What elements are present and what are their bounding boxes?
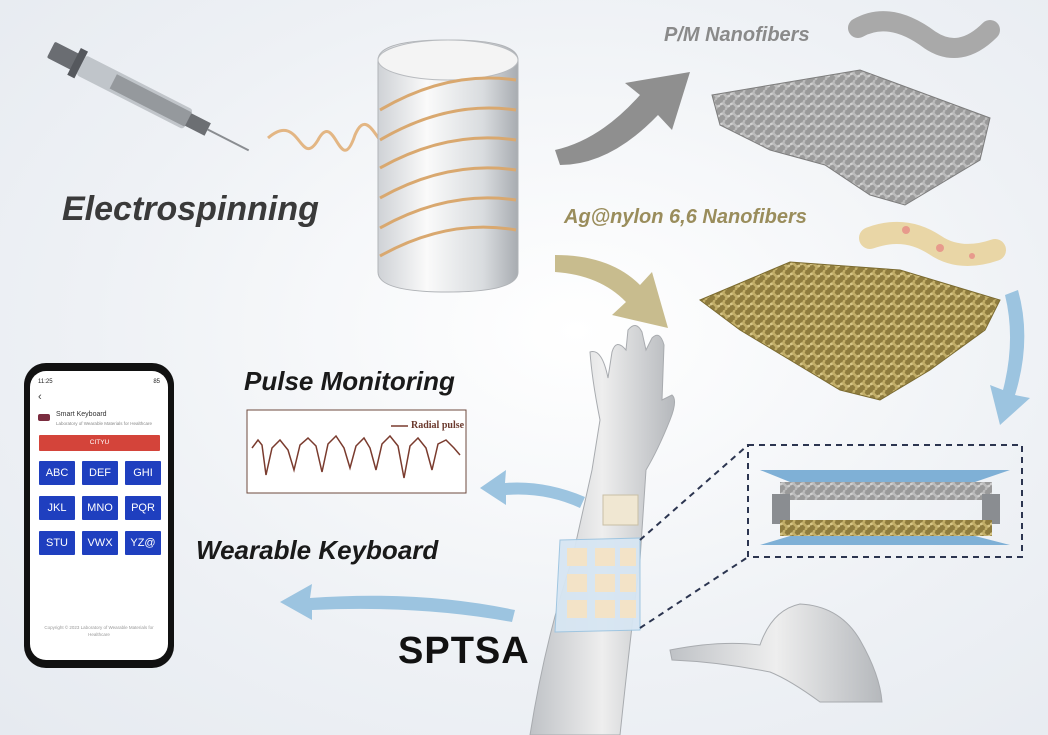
key-jkl[interactable]: JKL [39, 496, 75, 520]
blue-arrow-to-phone [280, 584, 515, 622]
phone-screen: 11:25 85 ‹ Smart Keyboard Laboratory of … [30, 371, 168, 660]
pm-nanofibers-label: P/M Nanofibers [664, 24, 810, 46]
collector-drum [377, 39, 519, 293]
blue-arrow-down [990, 290, 1030, 425]
sptsa-label: SPTSA [398, 630, 530, 672]
key-yz-at[interactable]: YZ@ [125, 531, 161, 555]
ag-nanofiber-membrane [699, 261, 1001, 401]
key-abc[interactable]: ABC [39, 461, 75, 485]
pulse-monitoring-label: Pulse Monitoring [244, 366, 455, 396]
cityu-banner-button[interactable]: CITYU [39, 435, 160, 451]
smartphone: 11:25 85 ‹ Smart Keyboard Laboratory of … [24, 363, 174, 668]
electrospinning-label: Electrospinning [62, 190, 319, 228]
ag-single-fiber [859, 221, 1006, 266]
status-battery: 85 [153, 379, 160, 385]
silver-particles [902, 226, 975, 259]
app-subtitle: Laboratory of Wearable Materials for Hea… [56, 421, 152, 426]
pm-single-fiber [848, 11, 1000, 58]
blue-arrow-to-pulse [480, 470, 585, 508]
key-pqr[interactable]: PQR [125, 496, 161, 520]
status-time: 11:25 [38, 379, 53, 385]
gold-curved-arrow [555, 255, 668, 328]
key-mno[interactable]: MNO [82, 496, 118, 520]
pulse-chart [246, 409, 467, 494]
key-stu[interactable]: STU [39, 531, 75, 555]
gray-curved-arrow [555, 72, 690, 165]
pointing-hand [669, 603, 883, 703]
key-vwx[interactable]: VWX [82, 531, 118, 555]
wearable-keyboard-label: Wearable Keyboard [196, 535, 439, 565]
syringe-icon [47, 42, 250, 152]
ag-nanofibers-label: Ag@nylon 6,6 Nanofibers [564, 206, 807, 228]
keyboard-grid: ABC DEF GHI JKL MNO PQR STU VWX YZ@ [39, 461, 161, 555]
back-icon[interactable]: ‹ [38, 391, 42, 403]
app-logo-icon [38, 414, 50, 421]
radial-pulse-trace [251, 434, 461, 479]
pm-nanofiber-membrane [711, 69, 991, 206]
status-bar: 11:25 85 [38, 379, 160, 385]
key-ghi[interactable]: GHI [125, 461, 161, 485]
zoom-callout [639, 444, 1023, 629]
forearm-with-sensor [529, 325, 676, 735]
copyright-footer: Copyright © 2023 Laboratory of Wearable … [44, 625, 154, 637]
key-def[interactable]: DEF [82, 461, 118, 485]
radial-pulse-legend: Radial pulse [411, 420, 465, 431]
app-title: Smart Keyboard [56, 411, 107, 418]
sensor-cross-section [760, 470, 1010, 545]
